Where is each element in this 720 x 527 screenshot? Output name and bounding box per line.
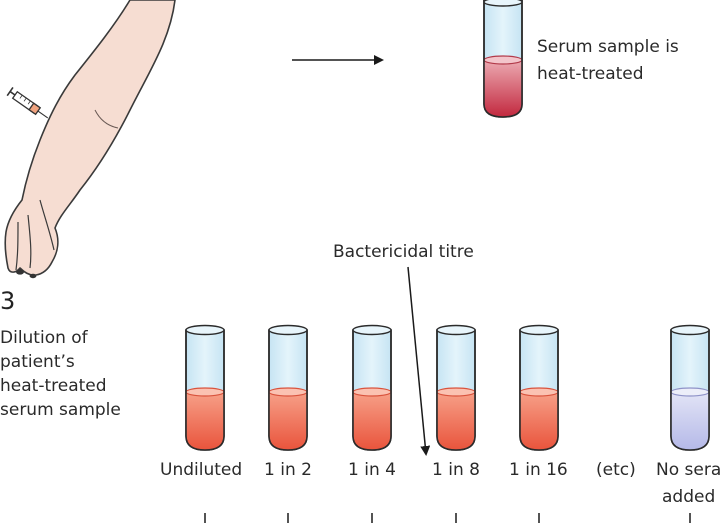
- dilution-tube: [436, 324, 476, 451]
- tube-meniscus: [352, 387, 392, 397]
- control-tube: [670, 324, 710, 451]
- arm-illustration: [4, 0, 176, 279]
- no-sera-tube: [670, 324, 710, 451]
- serum-tube: [483, 0, 523, 118]
- control-label-line2: added: [662, 487, 716, 507]
- step-line: Dilution of: [0, 328, 88, 348]
- tube-rim: [670, 324, 710, 336]
- heat-label-line1: Serum sample is: [537, 37, 679, 57]
- dilution-tube: [352, 324, 392, 451]
- tube-meniscus: [670, 387, 710, 397]
- tube-rim: [436, 324, 476, 336]
- tube-liquid: [520, 392, 558, 450]
- tube-liquid: [186, 392, 224, 450]
- syringe-icon: [6, 87, 49, 119]
- step-description: Dilution of patient’s heat-treated serum…: [0, 326, 130, 422]
- tube-liquid: [671, 392, 709, 450]
- tube-outline: [436, 330, 476, 451]
- tube-liquid: [269, 392, 307, 450]
- tube-outline: [519, 330, 559, 451]
- etc-label: (etc): [596, 460, 636, 480]
- tube-liquid: [353, 392, 391, 450]
- tube-rim: [268, 324, 308, 336]
- tube-outline: [268, 330, 308, 451]
- dilution-tube: [519, 324, 559, 451]
- dilution-tubes: [185, 324, 559, 451]
- tube-outline: [352, 330, 392, 451]
- titre-label: Bactericidal titre: [333, 242, 474, 262]
- step-line: heat-treated: [0, 376, 107, 396]
- tube-label-1in2: 1 in 2: [264, 460, 312, 480]
- step-line: patient’s: [0, 352, 75, 372]
- tube-liquid: [437, 392, 475, 450]
- tube-label-1in4: 1 in 4: [348, 460, 396, 480]
- control-label-line1: No sera: [656, 460, 720, 480]
- tube-rim: [519, 324, 559, 336]
- tube-meniscus: [436, 387, 476, 397]
- tube-meniscus: [185, 387, 225, 397]
- tube-rim: [185, 324, 225, 336]
- step-line: serum sample: [0, 400, 121, 420]
- dilution-tube: [268, 324, 308, 451]
- tube-label-1in16: 1 in 16: [509, 460, 568, 480]
- tube-label-undiluted: Undiluted: [160, 460, 243, 480]
- tube-rim: [352, 324, 392, 336]
- tube-outline: [670, 330, 710, 451]
- tube-meniscus: [519, 387, 559, 397]
- dilution-tube: [185, 324, 225, 451]
- titre-arrow: [407, 266, 431, 456]
- tube-meniscus: [268, 387, 308, 397]
- bottom-ticks: [204, 513, 691, 523]
- tube-label-1in8: 1 in 8: [432, 460, 480, 480]
- tube-outline: [185, 330, 225, 451]
- heat-label-line2: heat-treated: [537, 64, 644, 84]
- step-number: 3: [0, 287, 16, 315]
